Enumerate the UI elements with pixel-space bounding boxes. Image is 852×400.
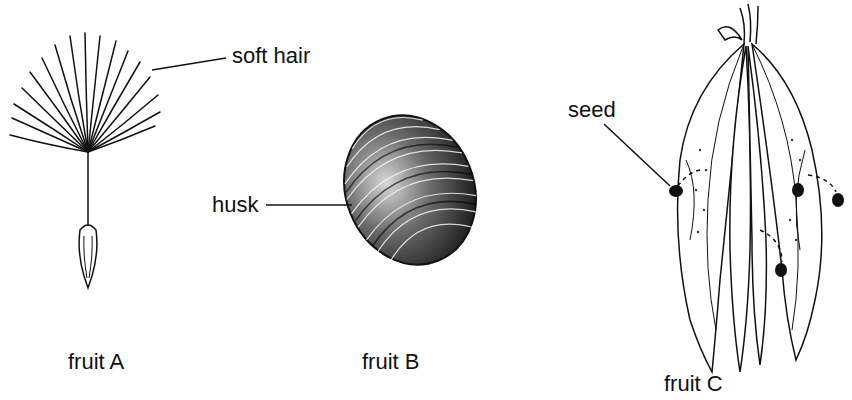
seed-trajectories [678,170,836,262]
fruit-c-pod [678,4,822,372]
fruit-caption: fruit B [362,350,419,374]
fruit-a-body [79,152,97,288]
fruit-b-husk [322,96,498,285]
fruit-caption: fruit A [68,350,124,374]
seed-in-pod [792,183,804,197]
seeds [669,185,844,277]
part-label: seed [568,98,616,122]
part-label: soft hair [232,44,310,68]
leader-lines [152,58,670,205]
pod-speckles [695,139,801,241]
soft-hair-tuft [10,33,160,152]
part-label: husk [212,193,258,217]
fruit-caption: fruit C [664,372,723,396]
